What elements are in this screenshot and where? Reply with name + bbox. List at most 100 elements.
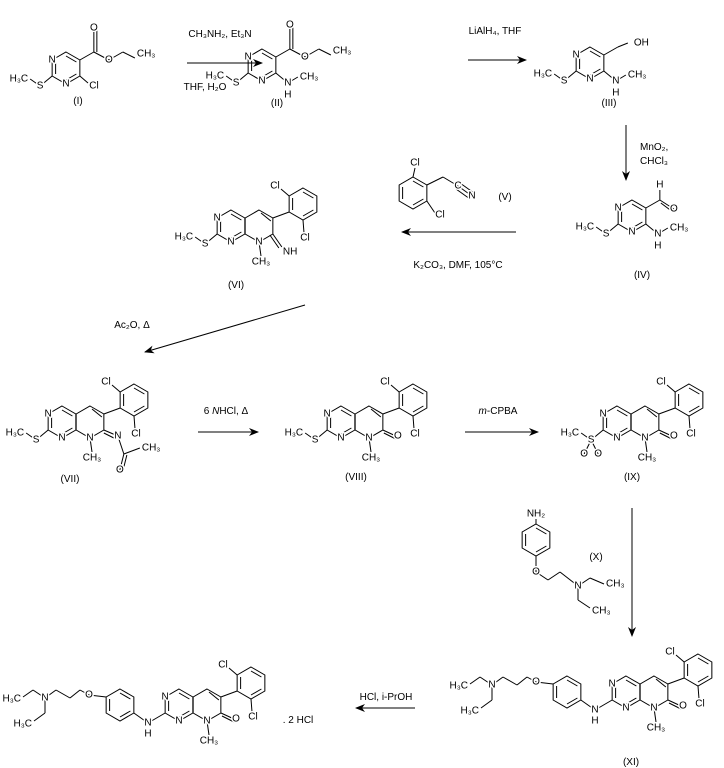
bond <box>119 692 131 700</box>
nitrogen-atom: N <box>255 237 262 248</box>
oxygen-atom: O <box>116 465 124 476</box>
ring <box>398 383 428 417</box>
bond <box>122 454 128 472</box>
bond <box>668 702 682 710</box>
bond <box>103 407 121 415</box>
bond <box>390 384 400 393</box>
nitrogen-atom: N <box>144 718 151 729</box>
bond <box>697 675 709 683</box>
bond <box>589 50 601 58</box>
nitrogen-atom: N <box>245 52 252 63</box>
nitrogen-atom: N <box>227 237 234 248</box>
hydroxyl-label: OH <box>634 38 649 49</box>
ring <box>105 688 135 722</box>
compound-label-IX: (IX) <box>624 472 640 483</box>
bond <box>304 432 316 441</box>
bond <box>655 678 667 688</box>
bond <box>89 437 93 453</box>
bond <box>103 429 119 437</box>
nitrogen-atom: N <box>365 433 372 444</box>
bond <box>65 73 77 81</box>
bond <box>589 577 605 585</box>
methyl-label: H₃C <box>534 69 553 80</box>
hydrogen-atom: H <box>656 180 663 191</box>
chlorine-atom: Cl <box>686 429 695 440</box>
methyl-label: CH₃ <box>252 257 271 268</box>
nitrogen-atom: N <box>488 680 495 691</box>
bond <box>261 52 273 60</box>
bond <box>382 407 400 415</box>
chlorine-atom: Cl <box>695 699 704 710</box>
bond <box>69 689 81 699</box>
reagent-step7-italic: m <box>479 406 487 417</box>
methyl-label: H₃C <box>206 71 225 82</box>
bond <box>516 676 528 686</box>
bond <box>133 415 136 430</box>
bond <box>230 231 242 239</box>
bond <box>340 427 352 435</box>
bond <box>269 234 280 249</box>
bond <box>79 51 95 61</box>
nitrogen-atom: N <box>337 433 344 444</box>
nitrogen-atom: N <box>586 74 593 85</box>
bond <box>459 182 475 194</box>
atoms-layer: NNH₃CSOOCH₃ClNNH₃CSOOCH₃HCH₃NNNH₃CSHCH₃N… <box>1 18 706 748</box>
bond <box>235 72 249 84</box>
ring <box>552 675 582 709</box>
bond <box>616 409 628 417</box>
bond <box>583 439 592 455</box>
bond <box>563 70 577 82</box>
bond <box>368 437 372 453</box>
salt-label-2hcl: . 2 HCl <box>283 715 314 726</box>
bond <box>659 199 675 210</box>
compound-label-V: (V) <box>498 192 511 203</box>
bond <box>412 415 415 430</box>
bond <box>659 432 673 440</box>
bond <box>221 715 235 723</box>
bond <box>426 200 436 214</box>
compound-label-III: (III) <box>602 98 617 109</box>
sulfur-atom: S <box>603 229 610 240</box>
nitrogen-atom: N <box>650 703 657 714</box>
chlorine-atom: Cl <box>380 377 389 388</box>
methyl-label: CH₃ <box>647 723 666 734</box>
chlorine-atom: Cl <box>270 181 279 192</box>
sulfur-atom: S <box>37 81 44 92</box>
bond <box>29 78 41 87</box>
bond <box>79 75 89 84</box>
nitrogen-atom: N <box>600 409 607 420</box>
bond <box>617 42 629 48</box>
imine-label: NH <box>283 247 297 258</box>
bond <box>535 571 549 581</box>
bond <box>302 219 305 234</box>
bond <box>553 73 565 82</box>
nitrogen-atom: N <box>574 581 581 592</box>
methyl-label: H₃C <box>285 428 304 439</box>
oxygen-atom: O <box>394 431 402 442</box>
sulfur-atom: S <box>561 76 568 87</box>
nitrogen-atom: N <box>641 433 648 444</box>
compound-label-IV: (IV) <box>634 270 650 281</box>
bond <box>61 409 73 417</box>
nitrogen-atom: N <box>49 55 56 66</box>
chlorine-atom: Cl <box>131 429 140 440</box>
bond <box>675 654 685 663</box>
methyl-label: H₃C <box>561 428 580 439</box>
ring <box>119 383 149 417</box>
oxygen-atom: O <box>594 449 602 460</box>
chlorine-atom: Cl <box>218 660 227 671</box>
bond <box>204 233 218 245</box>
bond <box>455 188 471 200</box>
nitrogen-atom: N <box>612 76 619 87</box>
bond <box>250 688 262 696</box>
nitrogen-atom: N <box>654 229 661 240</box>
oxygen-atom: O <box>532 677 540 688</box>
bond <box>457 185 473 197</box>
methyl-label: H₃C <box>10 74 29 85</box>
bond <box>631 203 643 211</box>
bond <box>272 211 290 219</box>
nitrogen-atom: N <box>324 409 331 420</box>
bond <box>412 167 416 178</box>
bond <box>32 689 46 699</box>
bond <box>535 545 547 553</box>
